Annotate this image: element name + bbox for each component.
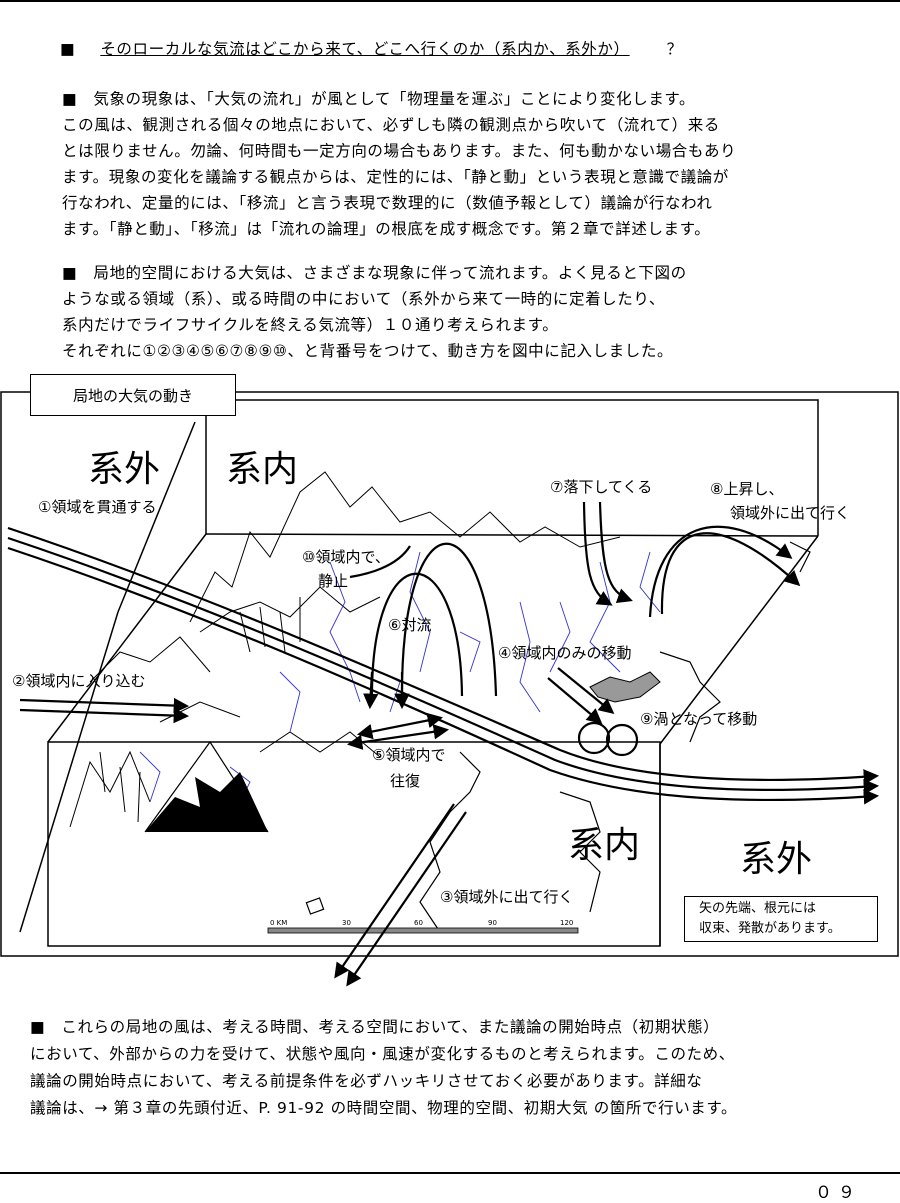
bullet: ■ — [60, 40, 75, 58]
paragraph-initial-conditions: ■ これらの局地の風は、考える時間、考える空間において、また議論の開始時点（初期… — [30, 1014, 737, 1122]
scale-bar — [268, 928, 578, 933]
bottom-rule — [0, 1172, 900, 1174]
scale-label: 0 KM — [270, 919, 287, 927]
note-line: 矢の先端、根元には — [699, 899, 877, 919]
text-line: 行なわれ、定量的には、「移流」と言う表現で数理的に（数値予報として）議論が行なわ… — [62, 190, 736, 216]
mountain-silhouette — [145, 772, 268, 832]
question-text: そのローカルな気流はどこから来て、どこへ行くのか（系内か、系外か） — [100, 40, 629, 58]
label-falling: ⑦落下してくる — [550, 476, 652, 497]
top-rule — [0, 0, 900, 2]
text-line: ■ 気象の現象は、「大気の流れ」が風として「物理量を運ぶ」ことにより変化します。 — [62, 86, 736, 112]
text-line: とは限りません。勿論、何時間も一定方向の場合もあります。また、何も動かない場合も… — [62, 138, 736, 164]
paragraph-meteorology: ■ 気象の現象は、「大気の流れ」が風として「物理量を運ぶ」ことにより変化します。… — [62, 86, 736, 242]
vortex-ring-2 — [607, 725, 637, 755]
question-mark: ？ — [667, 40, 683, 58]
note-line: 収束、発散があります。 — [699, 919, 877, 939]
label-static-b: 静止 — [318, 570, 348, 591]
label-rising-b: 領域外に出て行く — [730, 502, 850, 523]
label-inside-top: 系内 — [226, 440, 298, 492]
label-through: ①領域を貫通する — [38, 496, 156, 517]
figure-title: 局地の大気の動き — [30, 374, 236, 416]
scale-label: 120 — [560, 919, 573, 927]
text-line: それぞれに①②③④⑤⑥⑦⑧⑨⑩、と背番号をつけて、動き方を図中に記入しました。 — [62, 338, 687, 364]
text-line: ■ これらの局地の風は、考える時間、考える空間において、また議論の開始時点（初期… — [30, 1014, 737, 1041]
text-line: ような或る領域（系）、或る時間の中において（系外から来て一時的に定着したり、 — [62, 286, 687, 312]
question-line: ■ そのローカルな気流はどこから来て、どこへ行くのか（系内か、系外か） ？ — [60, 36, 683, 62]
label-leave: ③領域外に出て行く — [440, 886, 573, 907]
text-line: ■ 局地的空間における大気は、さまざまな現象に伴って流れます。よく見ると下図の — [62, 260, 687, 286]
arrow-enter-1 — [20, 700, 186, 706]
scale-label: 90 — [488, 919, 497, 927]
label-shuttle-a: ⑤領域内で — [372, 744, 445, 765]
text-line: ます。「静と動」、「移流」は「流れの論理」の根底を成す概念です。第２章で詳述しま… — [62, 216, 736, 242]
arrow-fall-2 — [600, 502, 630, 600]
label-static-a: ⑩領域内で、 — [302, 546, 390, 567]
scale-label: 60 — [414, 919, 423, 927]
local-air-movement-figure: 0 KM 30 60 90 120 — [0, 372, 900, 992]
note-box: 矢の先端、根元には 収束、発散があります。 — [684, 896, 878, 942]
text-line: 議論の開始時点において、考える前提条件を必ずハッキリさせておく必要があります。詳… — [30, 1068, 737, 1095]
paragraph-local-space: ■ 局地的空間における大気は、さまざまな現象に伴って流れます。よく見ると下図の … — [62, 260, 687, 364]
label-outside-right: 系外 — [740, 830, 812, 882]
arrow-fall-1 — [584, 502, 610, 604]
label-rising-a: ⑧上昇し、 — [710, 478, 783, 499]
page-number: ０９ — [815, 1178, 861, 1203]
small-square — [306, 898, 323, 914]
label-enter: ②領域内に入り込む — [12, 670, 145, 691]
text-line: 系内だけでライフサイクルを終える気流等）１０通り考えられます。 — [62, 312, 687, 338]
arrow-rise-1 — [662, 533, 798, 614]
arrow-convection-1 — [372, 574, 462, 702]
label-vortex: ⑨渦となって移動 — [640, 708, 757, 729]
label-outside-left: 系外 — [88, 440, 160, 492]
scale-label: 30 — [342, 919, 351, 927]
vortex-ring-1 — [579, 723, 609, 753]
label-internal-move: ④領域内のみの移動 — [498, 642, 631, 663]
label-convection: ⑥対流 — [388, 614, 431, 635]
arrow-internal-2 — [548, 678, 600, 722]
label-shuttle-b: 往復 — [390, 770, 420, 791]
label-inside-bottom: 系内 — [568, 816, 640, 868]
text-line: 議論は、→ 第３章の先頭付近、P. 91-92 の時間空間、物理的空間、初期大気… — [30, 1095, 737, 1122]
arrow-leave-2 — [336, 804, 454, 976]
text-line: この風は、観測される個々の地点において、必ずしも隣の観測点から吹いて（流れて）来… — [62, 112, 736, 138]
text-line: ます。現象の変化を議論する観点からは、定性的には、「静と動」という表現と意識で議… — [62, 164, 736, 190]
arrow-enter-2 — [20, 710, 186, 716]
arrow-rise-2 — [650, 527, 790, 617]
lake-shape — [590, 672, 660, 702]
text-line: において、外部からの力を受けて、状態や風向・風速が変化するものと考えられます。こ… — [30, 1041, 737, 1068]
